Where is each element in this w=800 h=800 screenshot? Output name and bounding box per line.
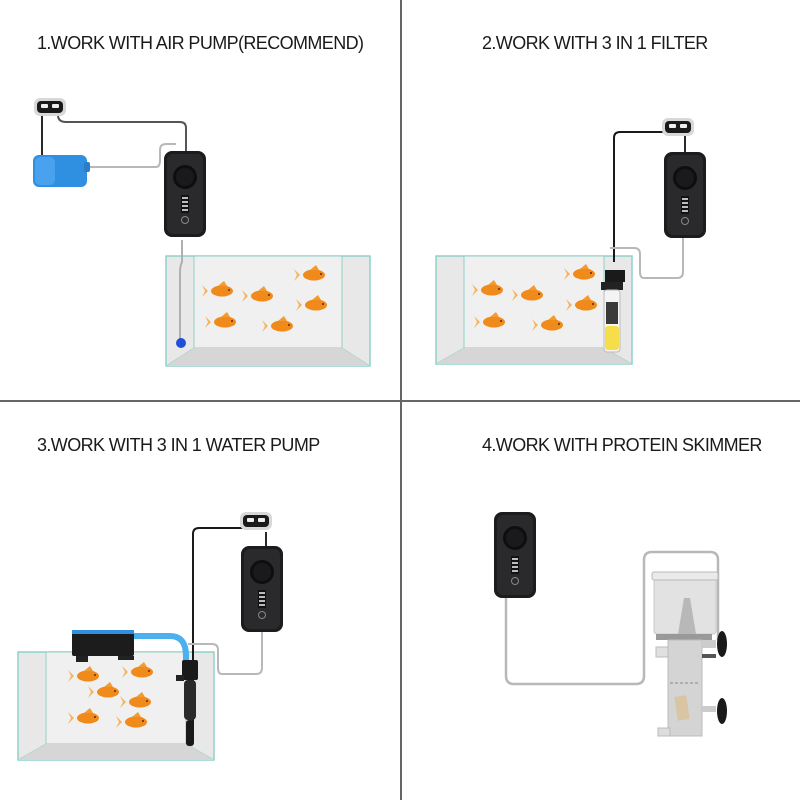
3-in-1-water-pump [176, 660, 198, 746]
panel-3-title: 3.WORK WITH 3 IN 1 WATER PUMP [37, 435, 320, 455]
controller [493, 511, 537, 599]
air-pump [33, 155, 90, 187]
panel-3-diagram [17, 512, 284, 761]
panel-4-title: 4.WORK WITH PROTEIN SKIMMER [482, 435, 762, 455]
controller [240, 545, 284, 633]
power-adapter [662, 118, 694, 136]
power-adapter [34, 98, 66, 116]
panel-2-title: 2.WORK WITH 3 IN 1 FILTER [482, 33, 708, 53]
aquarium-tank [435, 255, 633, 365]
3-in-1-filter [601, 270, 625, 353]
panel-2-diagram [435, 118, 707, 365]
aquarium-tank [165, 255, 371, 367]
panel-1-title: 1.WORK WITH AIR PUMP(RECOMMEND) [37, 33, 364, 53]
protein-skimmer [651, 571, 727, 737]
overhead-filter-box [72, 630, 134, 662]
panel-1-diagram [33, 98, 371, 367]
horizontal-divider [0, 400, 800, 402]
panel-4-diagram [493, 511, 727, 737]
air-stone [176, 338, 186, 348]
blue-tube [134, 633, 189, 668]
power-adapter [240, 512, 272, 530]
controller [163, 150, 207, 238]
controller [663, 151, 707, 239]
